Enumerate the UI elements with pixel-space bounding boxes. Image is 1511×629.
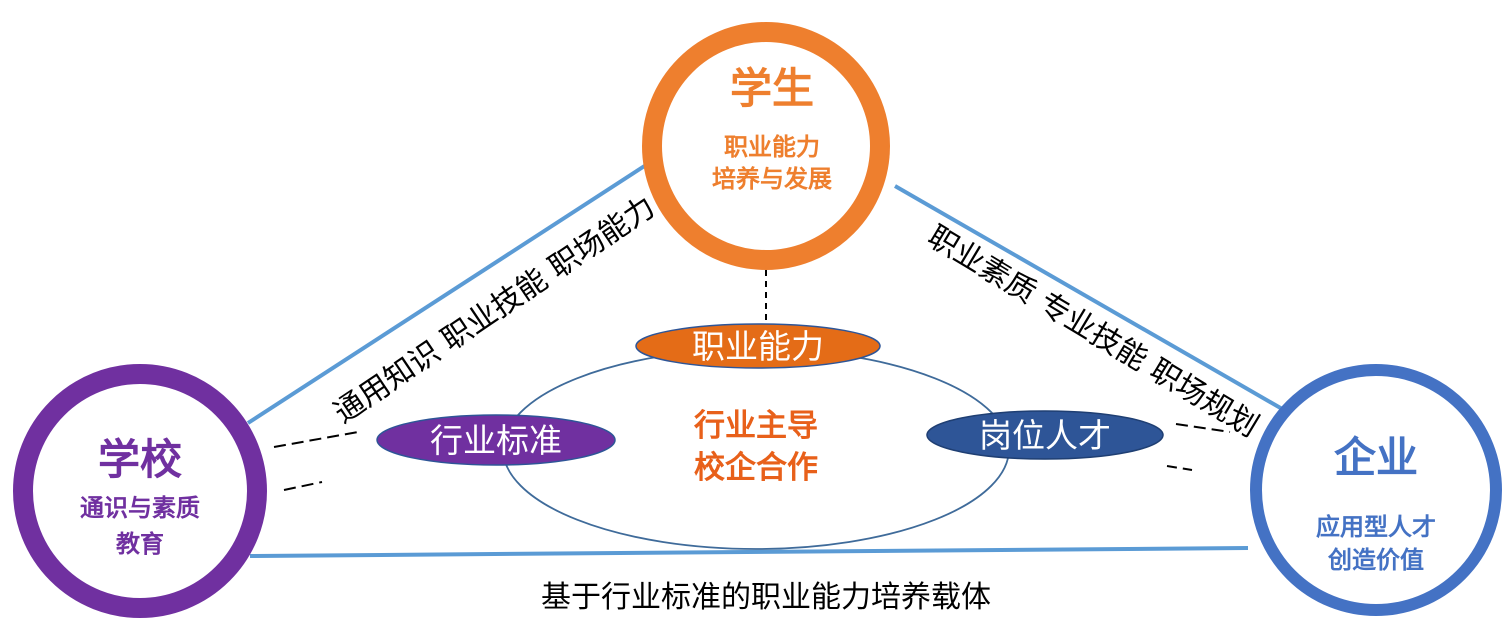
pill-right: 岗位人才 — [926, 410, 1164, 460]
node-student-title: 学生 — [730, 64, 814, 113]
node-enterprise-line1: 应用型人才 — [1316, 513, 1436, 541]
dash-right-connector-1 — [1175, 423, 1231, 433]
node-enterprise-title: 企业 — [1334, 433, 1418, 482]
circle-ring-icon — [1250, 364, 1502, 616]
pill-top-label: 职业能力 — [692, 327, 824, 366]
node-school: 学校 通识与素质 教育 — [13, 364, 267, 618]
pill-left: 行业标准 — [376, 414, 616, 466]
edge-student-enterprise — [894, 184, 1285, 412]
edge-school-student — [246, 163, 648, 425]
circle-ring-icon — [642, 22, 890, 270]
core-text-line1: 行业主导 — [693, 408, 818, 444]
pill-left-label: 行业标准 — [430, 421, 562, 460]
dash-left-connector-2 — [283, 481, 323, 491]
pill-top: 职业能力 — [635, 323, 881, 369]
core-text-line2: 校企合作 — [694, 450, 818, 486]
node-student-line2: 培养与发展 — [712, 165, 832, 193]
edge-bottom-label: 基于行业标准的职业能力培养载体 — [541, 580, 991, 615]
node-student: 学生 职业能力 培养与发展 — [642, 22, 890, 270]
node-enterprise-line2: 创造价值 — [1327, 546, 1424, 574]
dash-left-connector-1 — [273, 431, 359, 448]
dash-right-connector-2 — [1166, 465, 1193, 471]
edge-school-enterprise — [249, 546, 1249, 558]
node-school-title: 学校 — [98, 435, 182, 484]
node-student-line1: 职业能力 — [724, 133, 820, 161]
node-school-line1: 通识与素质 — [80, 494, 200, 522]
circle-ring-icon — [13, 364, 267, 618]
node-school-line2: 教育 — [116, 530, 164, 558]
pill-right-label: 岗位人才 — [979, 416, 1111, 455]
node-enterprise: 企业 应用型人才 创造价值 — [1250, 364, 1502, 616]
